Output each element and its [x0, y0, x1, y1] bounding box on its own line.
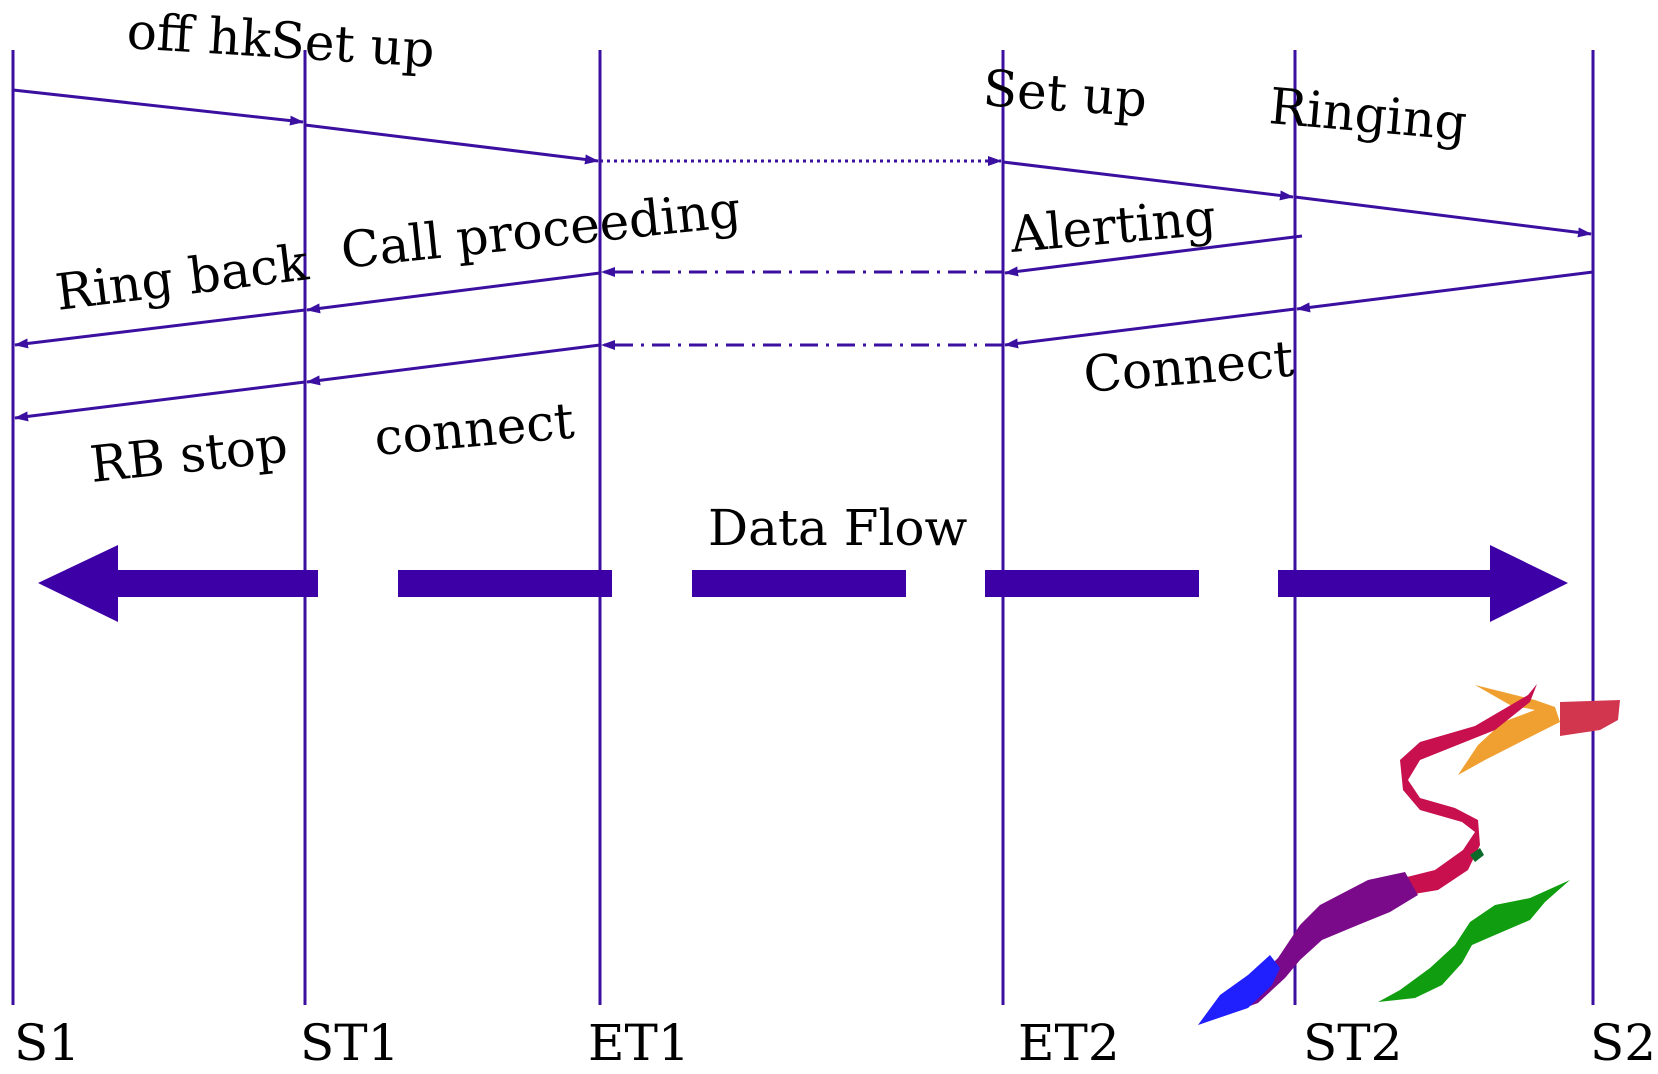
data-flow-dash	[398, 570, 612, 597]
label-ring-back: Ring back	[52, 233, 312, 322]
label-connect-upper: Connect	[1081, 330, 1295, 404]
label-alerting: Alerting	[1007, 188, 1218, 264]
label-rb-stop: RB stop	[87, 416, 290, 494]
arrow-setup-et2-st2	[1002, 160, 1294, 201]
node-label-s1: S1	[14, 1014, 80, 1069]
node-label-et1: ET1	[588, 1014, 690, 1069]
data-flow-label: Data Flow	[708, 499, 967, 557]
data-flow-dash	[985, 570, 1199, 597]
node-label-st1: ST1	[300, 1014, 399, 1069]
arrow-alerting-st2-et2	[1004, 234, 1303, 277]
data-flow-dash	[692, 570, 906, 597]
arrow-connect-st1-s1	[14, 380, 306, 422]
label-setup: Set up	[981, 59, 1149, 128]
node-label-st2: ST2	[1303, 1014, 1402, 1069]
arrow-ringing-st2-s2	[1294, 195, 1592, 238]
arrow-setup-st1-et1	[304, 123, 599, 165]
label-call-proceeding: Call proceeding	[338, 180, 743, 280]
label-off-hook-setup: off hkSet up	[125, 2, 436, 79]
stylized-s-logo-icon	[1198, 684, 1620, 1025]
arrow-connect-st2-et2	[1004, 307, 1296, 349]
label-connect-lower: connect	[372, 392, 576, 467]
node-label-s2: S2	[1590, 1014, 1656, 1069]
message-arrows	[12, 88, 1594, 422]
left-arrowhead-icon	[38, 545, 318, 622]
arrow-connect-s2-st2	[1296, 270, 1594, 313]
arrow-connect-et1-st1	[306, 343, 601, 386]
right-arrowhead-icon	[1278, 545, 1568, 622]
node-label-et2: ET2	[1018, 1014, 1120, 1069]
data-flow-bar	[38, 545, 1568, 622]
arrow-ringback-st1-s1	[14, 308, 306, 349]
arrow-setup-s1-st1	[12, 88, 304, 126]
arrow-callproc-et1-st1	[306, 271, 601, 314]
lifelines	[11, 50, 1595, 1005]
label-ringing: Ringing	[1267, 77, 1469, 152]
